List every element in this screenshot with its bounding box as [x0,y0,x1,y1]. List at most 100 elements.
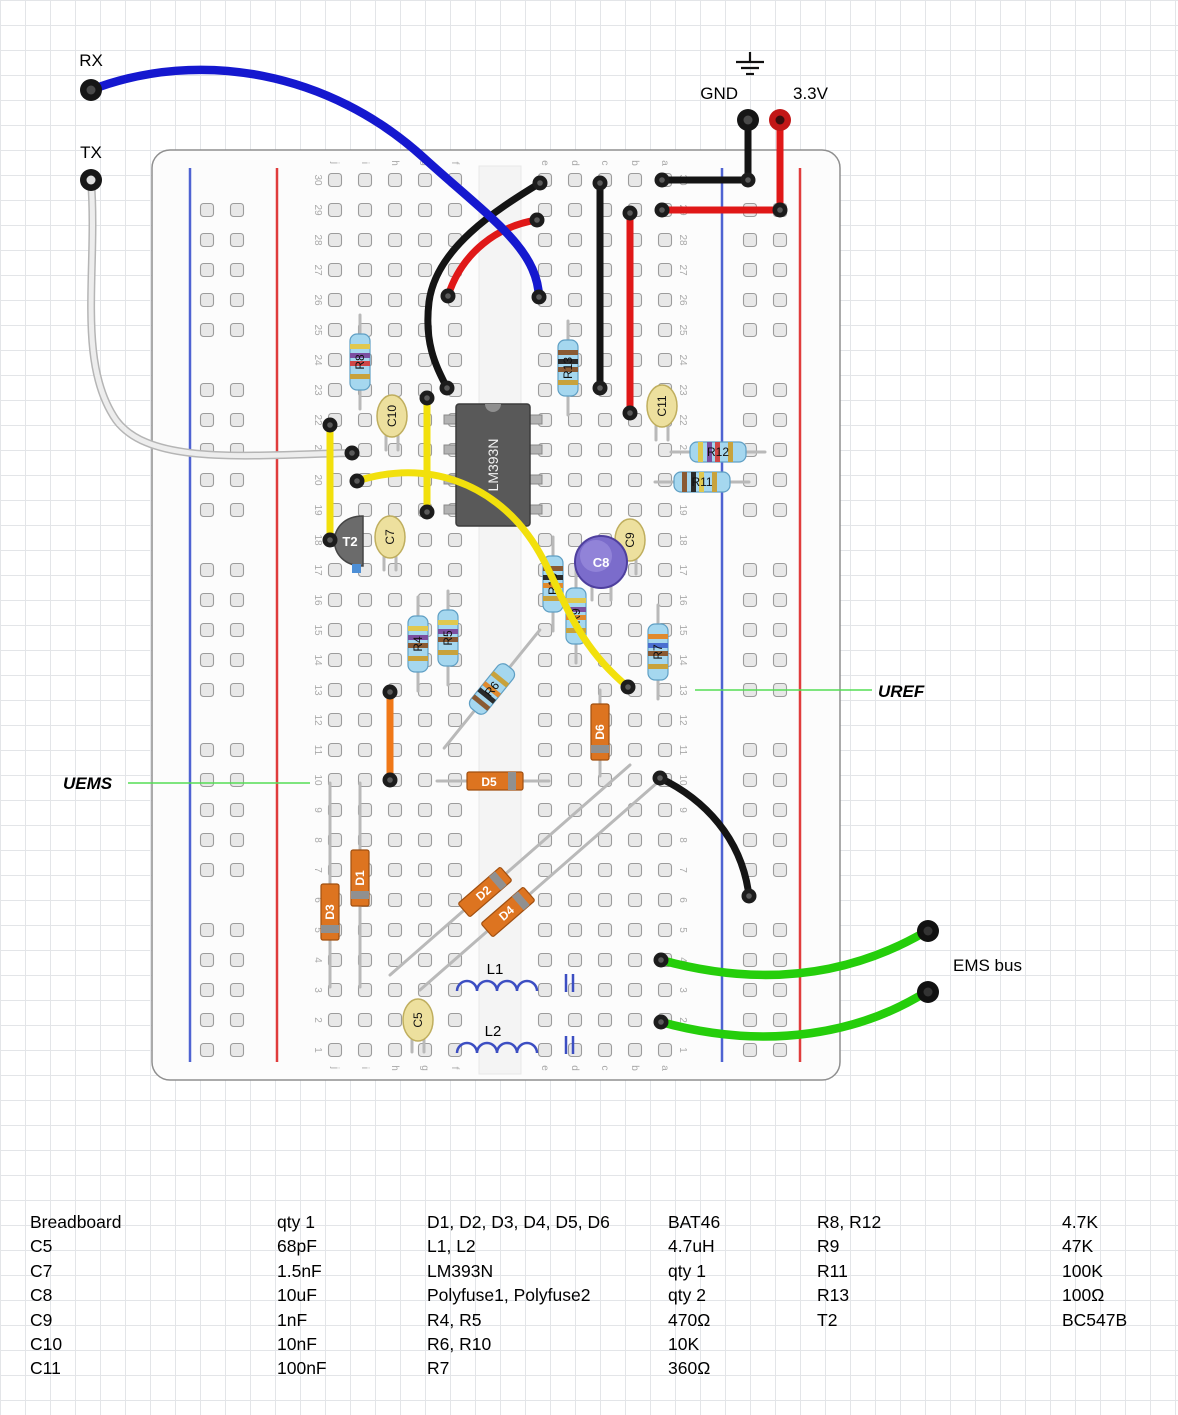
breadboard-hole [597,862,613,878]
rail-hole [199,1012,215,1028]
row-number-label: 17 [677,564,688,576]
bom-cell: T2 [817,1309,838,1330]
rail-hole [772,742,788,758]
breadboard-hole [567,442,583,458]
v33-pin-center [775,115,785,125]
rail-hole [742,652,758,668]
diode-d2: D2 [388,763,632,977]
rail-hole [229,742,245,758]
breadboard-hole [627,892,643,908]
row-number-label: 12 [677,714,688,726]
rail-hole [229,952,245,968]
breadboard-hole [597,442,613,458]
breadboard-hole [537,1042,553,1058]
breadboard-hole [567,802,583,818]
row-number-label: 19 [312,504,323,516]
capacitor-label: C10 [385,405,399,427]
bom-cell: 4.7uH [668,1236,715,1257]
breadboard-hole [597,1012,613,1028]
capacitor-label: C8 [593,555,610,570]
wire-pin-center [537,180,543,186]
breadboard-hole [447,922,463,938]
row-number-label: 16 [312,594,323,606]
rail-hole [742,412,758,428]
breadboard-hole [537,352,553,368]
resistor-r8: R8 [349,313,371,411]
breadboard-hole [657,712,673,728]
breadboard-hole [597,952,613,968]
row-number-label: 24 [677,354,688,366]
rail-hole [229,1012,245,1028]
rail-hole [199,322,215,338]
row-number-label: 6 [677,897,688,903]
bom-cell: 10nF [277,1333,317,1354]
capacitor-highlight [580,540,612,572]
rail-hole [772,862,788,878]
wire-pin-center [424,509,430,515]
column-letter-label: c [599,161,610,166]
breadboard-hole [597,502,613,518]
row-number-label: 3 [312,987,323,993]
breadboard-hole [417,772,433,788]
column-letter-label: a [659,160,670,166]
uems-label: UEMS [63,774,113,793]
column-letter-label: f [449,162,460,165]
rail-hole [742,472,758,488]
breadboard-hole [657,892,673,908]
rail-hole [229,1042,245,1058]
breadboard-hole [327,682,343,698]
rail-hole [742,832,758,848]
breadboard-hole [387,502,403,518]
row-number-label: 16 [677,594,688,606]
breadboard-hole [537,982,553,998]
rail-hole [199,772,215,788]
rx-label: RX [79,51,103,70]
row-number-label: 29 [312,204,323,216]
bom-cell: 100nF [277,1358,327,1379]
rail-hole [742,592,758,608]
bom-cell: 100Ω [1062,1285,1105,1306]
breadboard-hole [387,232,403,248]
breadboard-hole [387,202,403,218]
black-bottom-wire [656,774,753,900]
breadboard-hole [447,352,463,368]
breadboard-hole [387,292,403,308]
breadboard-hole [567,262,583,278]
capacitor-label: C7 [383,529,397,545]
rail-hole [199,472,215,488]
breadboard-hole [357,592,373,608]
breadboard-hole [447,532,463,548]
rail-hole [772,322,788,338]
breadboard-hole [657,262,673,278]
breadboard-hole [327,232,343,248]
breadboard-hole [567,982,583,998]
row-number-label: 11 [677,745,688,756]
breadboard-hole [567,322,583,338]
row-number-label: 18 [312,534,323,546]
bom-cell: C11 [30,1358,61,1379]
resistor-r5: R5 [437,589,459,687]
breadboard-hole [657,232,673,248]
rail-hole [772,802,788,818]
breadboard-hole [417,892,433,908]
breadboard-hole [657,1042,673,1058]
breadboard-hole [327,1042,343,1058]
tx-pin-center [86,175,96,185]
breadboard-hole [357,1042,373,1058]
row-number-label: 19 [677,504,688,516]
breadboard-hole [417,202,433,218]
rail-hole [742,262,758,278]
breadboard-hole [567,952,583,968]
ems-bus-wire-top [656,927,930,980]
breadboard-hole [627,712,643,728]
row-number-label: 12 [312,714,323,726]
wire-pin-center [627,210,633,216]
rail-hole [742,982,758,998]
rail-hole [199,232,215,248]
bom-column-1: Breadboard C5 C7 C8 C9 C10 C11 [30,1210,121,1381]
rail-hole [772,1012,788,1028]
breadboard-hole [417,862,433,878]
